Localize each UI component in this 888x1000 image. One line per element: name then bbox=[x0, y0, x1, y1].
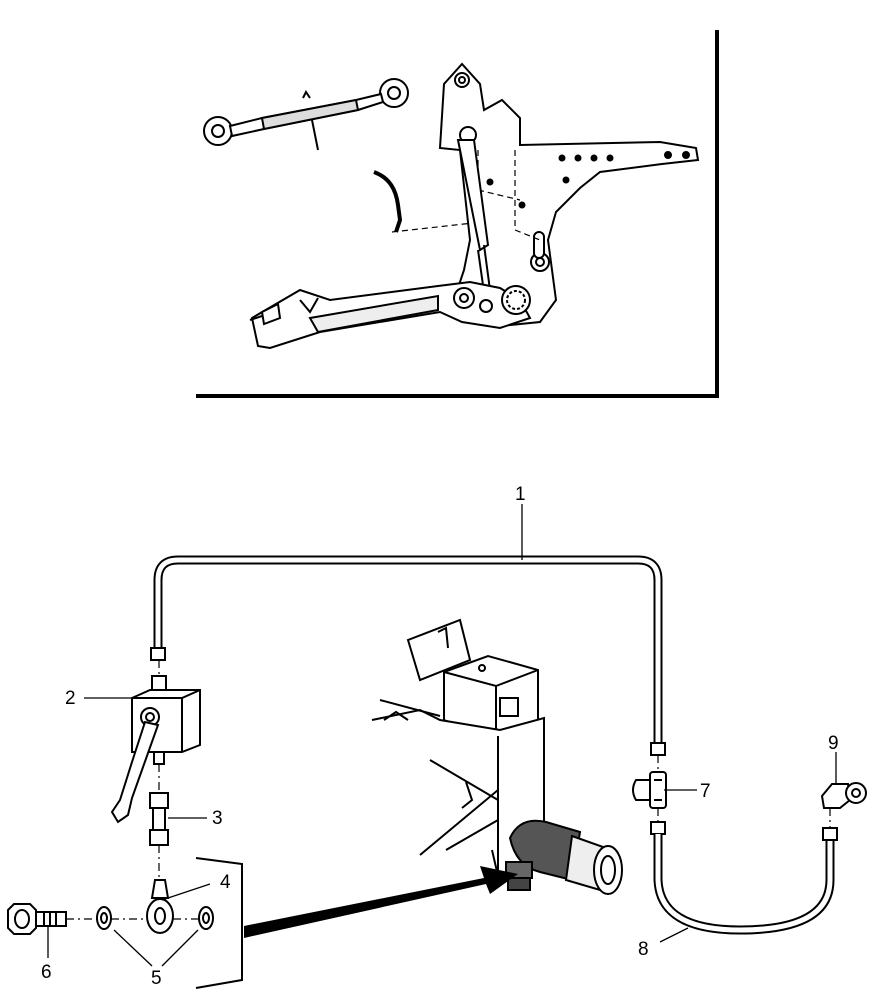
flexible-hose bbox=[650, 821, 838, 935]
top-link-turnbuckle bbox=[203, 78, 409, 151]
pump-housing bbox=[371, 618, 545, 878]
callout-7: 7 bbox=[700, 781, 711, 802]
callout-1: 1 bbox=[515, 484, 526, 505]
pump-outlet-fitting bbox=[505, 819, 623, 895]
banjo-fitting bbox=[146, 879, 174, 934]
callout-2: 2 bbox=[65, 688, 76, 709]
callout-9: 9 bbox=[828, 733, 839, 754]
lower-link-arm bbox=[249, 280, 532, 350]
tee-fitting bbox=[632, 771, 667, 809]
hitch-bracket bbox=[438, 62, 700, 328]
elbow-fitting bbox=[820, 782, 867, 809]
sensor-cable bbox=[373, 170, 403, 233]
sealing-washers bbox=[96, 906, 214, 930]
callout-5: 5 bbox=[151, 968, 162, 989]
location-arrow bbox=[244, 866, 518, 938]
inset-frame bbox=[196, 30, 719, 398]
leader-lines bbox=[47, 504, 837, 967]
callout-8: 8 bbox=[638, 939, 649, 960]
callout-4: 4 bbox=[220, 872, 231, 893]
banjo-bolt bbox=[7, 903, 67, 935]
pipe-assembly bbox=[150, 555, 666, 756]
inset-panel bbox=[196, 30, 719, 398]
ball-valve bbox=[110, 675, 201, 824]
callout-3: 3 bbox=[212, 808, 223, 829]
location-bracket bbox=[195, 857, 243, 989]
hydraulic-assembly: 1 2 3 4 5 6 7 8 9 bbox=[7, 484, 867, 989]
adapter-nipple bbox=[149, 792, 169, 846]
assembly-axes bbox=[66, 660, 831, 920]
callout-6: 6 bbox=[41, 962, 52, 983]
